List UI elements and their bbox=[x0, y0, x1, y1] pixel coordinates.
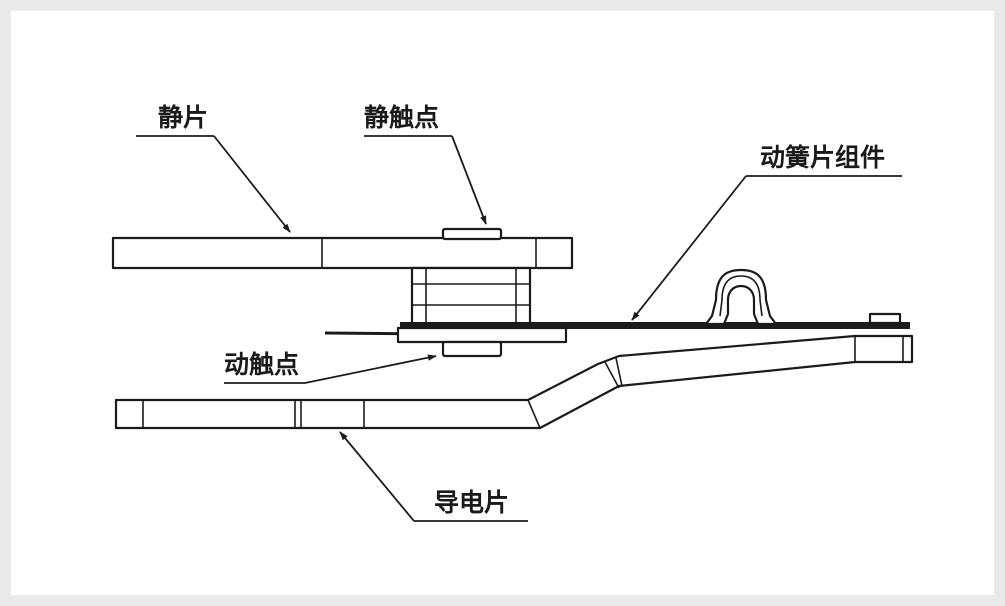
leader-moving-contact bbox=[224, 354, 437, 384]
label-conductive-plate: 导电片 bbox=[434, 488, 509, 517]
moving-spring-assembly bbox=[324, 268, 910, 344]
leader-conductive-plate bbox=[339, 431, 528, 522]
static-plate-body bbox=[111, 236, 574, 270]
spring-u-bracket-inner bbox=[719, 275, 763, 317]
leader-static-plate-arrow bbox=[213, 135, 291, 233]
spring-base-block bbox=[396, 326, 568, 344]
pillar-body bbox=[410, 266, 532, 326]
leader-static-contact-arrow bbox=[451, 135, 487, 225]
static-plate bbox=[111, 236, 574, 270]
leader-conductive-plate-arrow bbox=[339, 431, 415, 522]
conductive-plate bbox=[114, 334, 914, 430]
spring-u-bracket bbox=[704, 268, 778, 326]
leader-moving-spring-arrow bbox=[631, 175, 747, 321]
static-contact bbox=[441, 227, 503, 241]
leader-static-plate bbox=[136, 135, 291, 233]
conductive-plate-bend-1 bbox=[527, 399, 541, 429]
leader-static-contact bbox=[364, 135, 487, 225]
label-moving-contact: 动触点 bbox=[224, 350, 299, 379]
contact-pillar bbox=[410, 266, 532, 326]
conductive-plate-bend-2 bbox=[604, 361, 620, 389]
label-static-plate: 静片 bbox=[158, 103, 208, 132]
label-moving-spring-assembly: 动簧片组件 bbox=[760, 143, 885, 172]
conductive-plate-body bbox=[114, 334, 914, 430]
leader-moving-spring bbox=[631, 175, 902, 321]
label-static-contact: 静触点 bbox=[364, 103, 439, 132]
moving-spring-blade bbox=[400, 322, 910, 329]
leader-moving-contact-arrow bbox=[304, 354, 437, 384]
spring-end-tab bbox=[868, 312, 902, 325]
moving-contact bbox=[441, 340, 503, 358]
conductive-plate-bend-3 bbox=[615, 357, 623, 387]
